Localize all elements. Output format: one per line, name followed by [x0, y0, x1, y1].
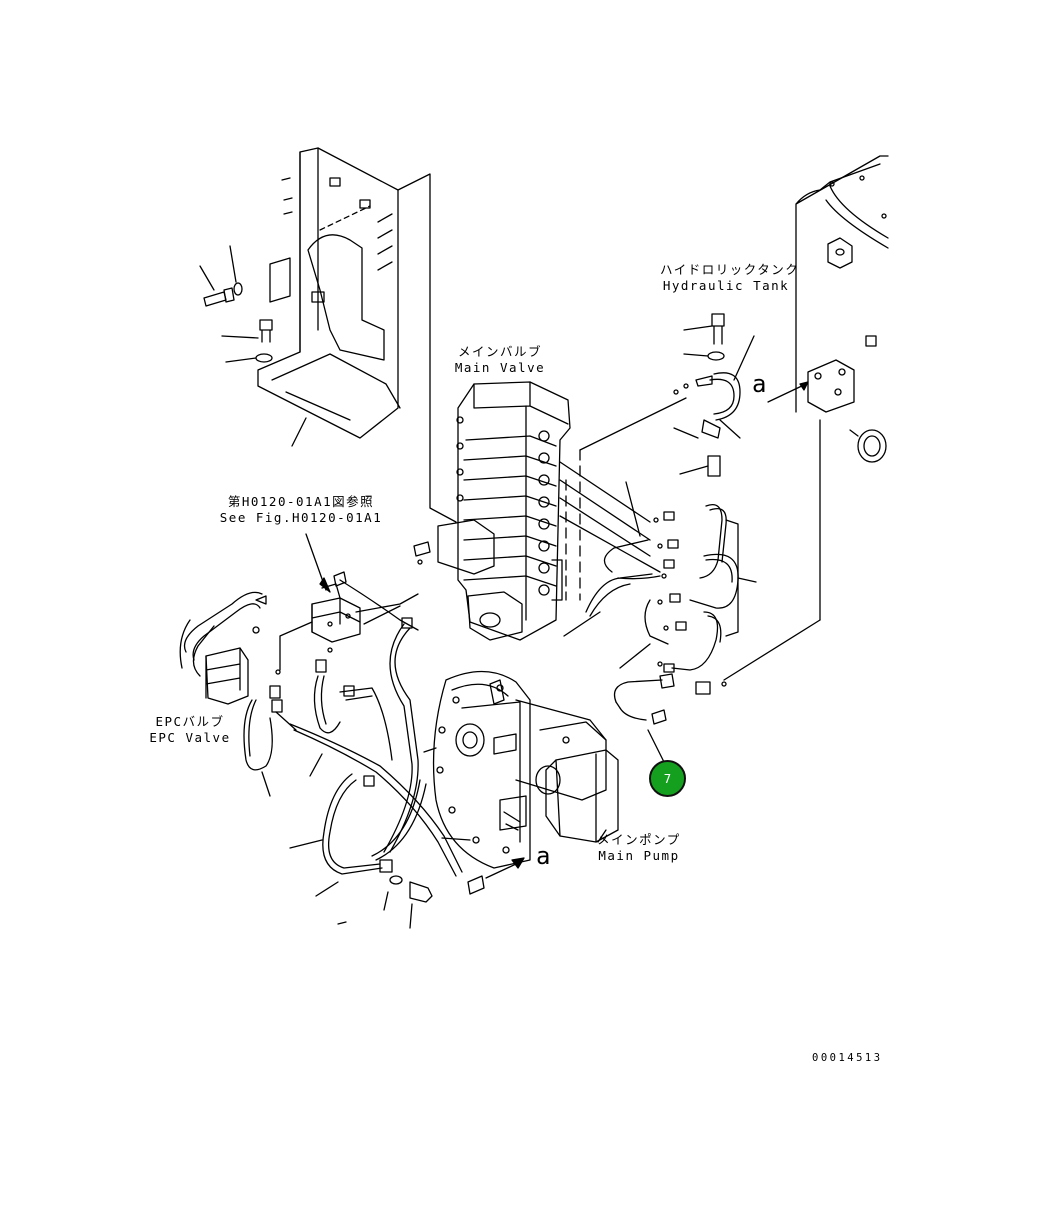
hydraulic-tank: [724, 156, 888, 680]
pilot-line-leaders: [560, 398, 686, 668]
frame-bracket: [258, 148, 456, 522]
main-pump-label-en: Main Pump: [598, 848, 680, 863]
bolts-washers-upper-left: [200, 246, 306, 446]
view-marker-pump: a: [536, 842, 551, 870]
hydraulic-tank-label-en: Hydraulic Tank: [662, 278, 790, 293]
main-valve-label-jp: メインバルブ: [457, 344, 542, 359]
hose-item-7: [615, 674, 727, 762]
main-pump-label-jp: メインポンプ: [597, 832, 681, 847]
drawing-number: 00014513: [812, 1052, 883, 1064]
see-figure-label: 第H0120-01A1図参照 See Fig.H0120-01A1: [218, 494, 384, 526]
callout-7[interactable]: 7: [649, 760, 686, 797]
main-pump-label: メインポンプ Main Pump: [596, 832, 682, 864]
main-valve: [438, 382, 570, 640]
pump-hoses: [270, 618, 524, 928]
epc-solenoid-block: [280, 534, 430, 670]
hydraulic-tank-label: ハイドロリックタンク Hydraulic Tank: [660, 262, 800, 294]
callout-7-number: 7: [663, 771, 672, 786]
pilot-hoses-right: [586, 505, 756, 672]
epc-valve-label: EPCバルブ EPC Valve: [144, 714, 236, 746]
hydraulic-tank-label-jp: ハイドロリックタンク: [660, 262, 800, 277]
epc-valve: [180, 592, 282, 796]
view-marker-tank: a: [752, 370, 767, 398]
see-figure-label-jp: 第H0120-01A1図参照: [227, 494, 375, 509]
main-valve-label-en: Main Valve: [454, 360, 546, 375]
epc-valve-label-jp: EPCバルブ: [155, 714, 225, 729]
tank-return-hose: [674, 314, 754, 476]
see-figure-label-en: See Fig.H0120-01A1: [219, 510, 383, 525]
main-pump: [424, 671, 618, 868]
epc-valve-label-en: EPC Valve: [149, 730, 231, 745]
main-valve-label: メインバルブ Main Valve: [452, 344, 548, 376]
